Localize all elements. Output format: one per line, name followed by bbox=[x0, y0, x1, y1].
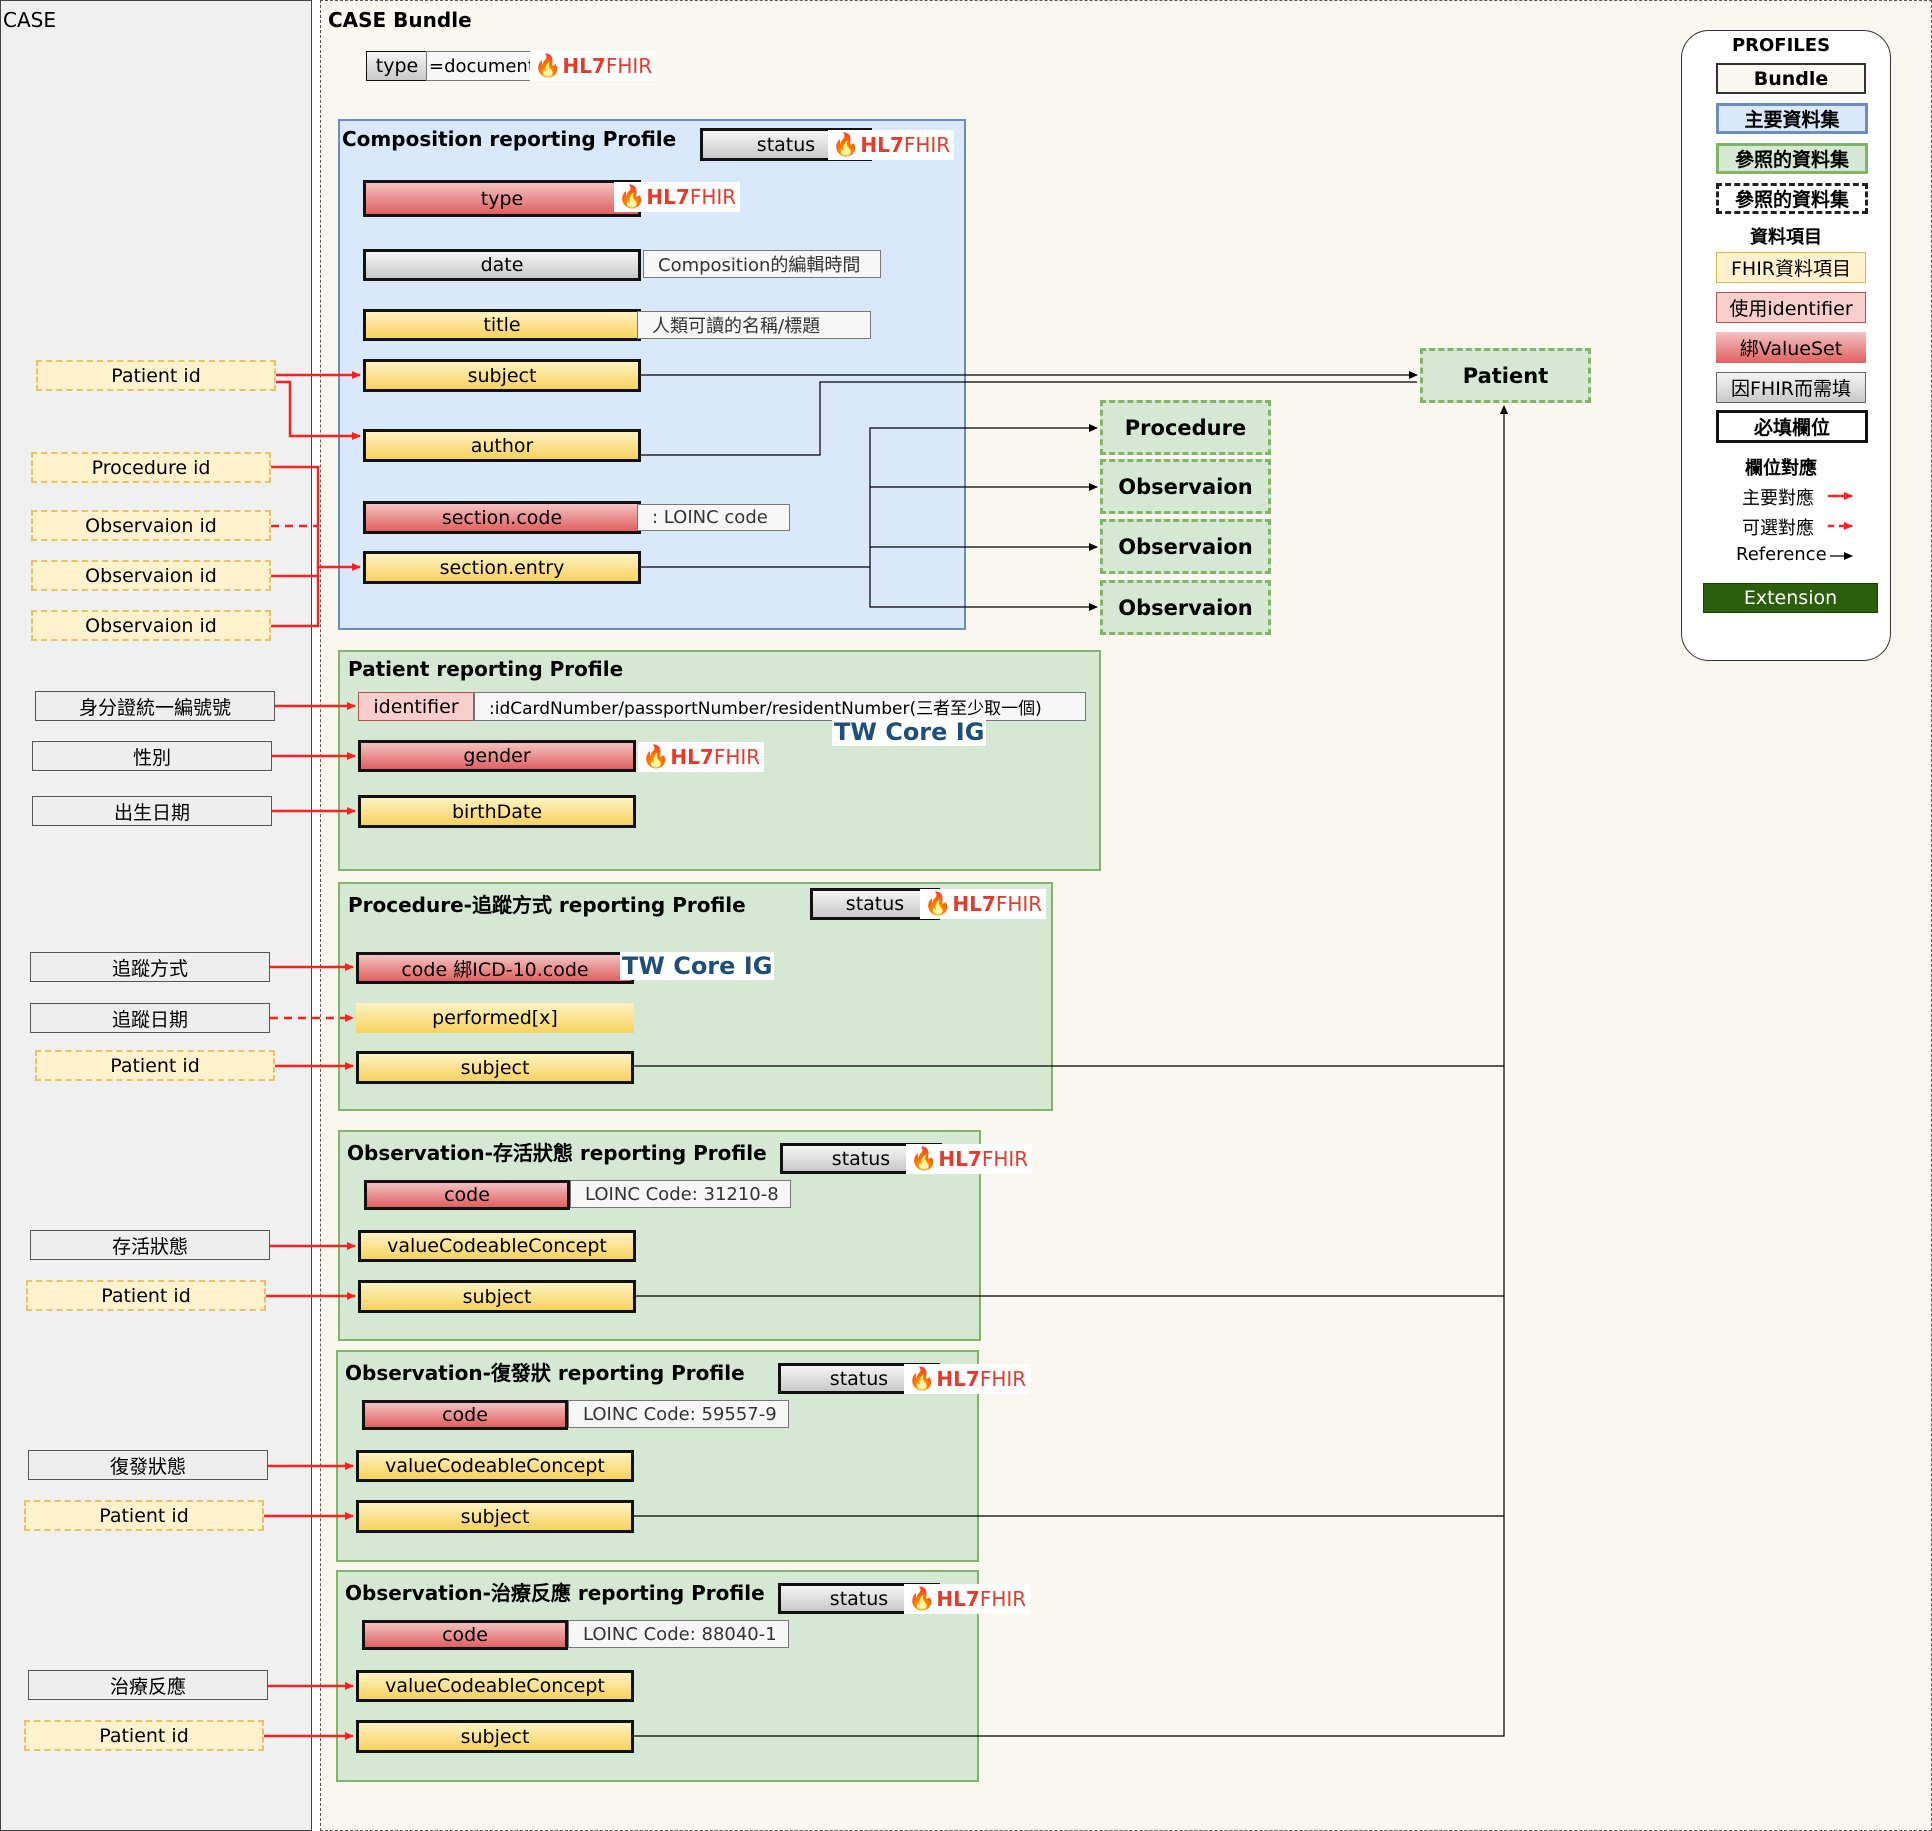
case-title: CASE bbox=[3, 8, 56, 32]
source-procedure-id: Procedure id bbox=[31, 452, 271, 483]
flame-icon: 🔥 bbox=[618, 184, 646, 210]
flame-icon: 🔥 bbox=[642, 744, 670, 770]
source-track-date: 追蹤日期 bbox=[30, 1003, 270, 1033]
legend-bundle: Bundle bbox=[1716, 63, 1866, 94]
source-gender: 性別 bbox=[32, 741, 272, 771]
observation-survival-code-field: code bbox=[364, 1180, 570, 1210]
composition-section-code-field: section.code bbox=[363, 501, 641, 534]
composition-section-code-note: : LOINC code bbox=[637, 504, 790, 531]
legend-main-mapping: 主要對應 bbox=[1742, 488, 1814, 509]
legend-main-dataset: 主要資料集 bbox=[1716, 103, 1868, 134]
observation-reference-box-1: Observaion bbox=[1100, 459, 1271, 514]
legend-mapping-title: 欄位對應 bbox=[1745, 458, 1817, 479]
observation-survival-code-note: LOINC Code: 31210-8 bbox=[570, 1180, 791, 1208]
source-patient-id: Patient id bbox=[35, 1050, 275, 1081]
composition-date-field: date bbox=[363, 249, 641, 281]
observation-recurrence-code-field: code bbox=[362, 1400, 568, 1430]
source-track-method: 追蹤方式 bbox=[30, 952, 270, 982]
patient-identifier-note: :idCardNumber/passportNumber/residentNum… bbox=[474, 692, 1086, 721]
source-patient-id: Patient id bbox=[26, 1280, 266, 1311]
observation-recurrence-subject-field: subject bbox=[356, 1500, 634, 1533]
composition-date-note: Composition的編輯時間 bbox=[643, 250, 881, 278]
source-patient-id: Patient id bbox=[24, 1720, 264, 1751]
patient-profile-title: Patient reporting Profile bbox=[348, 657, 624, 681]
procedure-subject-field: subject bbox=[356, 1051, 634, 1084]
source-id-number: 身分證統一編號號 bbox=[35, 691, 275, 721]
composition-author-field: author bbox=[363, 429, 641, 462]
bundle-type-value: =document bbox=[426, 51, 535, 81]
flame-icon: 🔥 bbox=[908, 1366, 936, 1392]
composition-title: Composition reporting Profile bbox=[342, 127, 677, 151]
procedure-performed-field: performed[x] bbox=[356, 1003, 634, 1033]
observation-reference-box-3: Observaion bbox=[1100, 580, 1271, 635]
patient-gender-field: gender bbox=[358, 740, 636, 772]
source-observation-id-2: Observaion id bbox=[31, 560, 271, 591]
bundle-type-field: type bbox=[366, 51, 428, 81]
patient-identifier-field: identifier bbox=[358, 692, 474, 721]
observation-recurrence-title: Observation-復發狀 reporting Profile bbox=[345, 1361, 745, 1385]
observation-survival-title: Observation-存活狀態 reporting Profile bbox=[347, 1141, 767, 1165]
composition-title-field: title bbox=[363, 309, 641, 341]
observation-recurrence-code-note: LOINC Code: 59557-9 bbox=[568, 1400, 789, 1428]
observation-recurrence-value-field: valueCodeableConcept bbox=[356, 1450, 634, 1482]
observation-response-value-field: valueCodeableConcept bbox=[356, 1670, 634, 1702]
legend-fhir-item: FHIR資料項目 bbox=[1716, 252, 1866, 283]
observation-survival-subject-field: subject bbox=[358, 1280, 636, 1313]
procedure-profile bbox=[338, 882, 1053, 1111]
legend-referenced-dataset-dashed: 參照的資料集 bbox=[1716, 183, 1868, 214]
source-observation-id-3: Observaion id bbox=[31, 610, 271, 641]
observation-reference-box-2: Observaion bbox=[1100, 519, 1271, 574]
flame-icon: 🔥 bbox=[832, 132, 860, 158]
source-patient-id: Patient id bbox=[36, 360, 276, 391]
flame-icon: 🔥 bbox=[924, 891, 952, 917]
bundle-title: CASE Bundle bbox=[328, 8, 472, 32]
procedure-profile-title: Procedure-追蹤方式 reporting Profile bbox=[348, 893, 746, 917]
flame-icon: 🔥 bbox=[908, 1586, 936, 1612]
tw-core-ig-label: TW Core IG bbox=[832, 718, 987, 746]
legend-bind-valueset: 綁ValueSet bbox=[1716, 332, 1866, 363]
legend-reference: Reference bbox=[1736, 544, 1827, 565]
legend-extension: Extension bbox=[1703, 583, 1878, 613]
flame-icon: 🔥 bbox=[534, 53, 562, 79]
legend-required-by-fhir: 因FHIR而需填 bbox=[1716, 372, 1866, 403]
legend-title: PROFILES bbox=[1731, 34, 1831, 56]
legend-mandatory: 必填欄位 bbox=[1716, 410, 1868, 443]
source-observation-id-1: Observaion id bbox=[31, 510, 271, 541]
procedure-status-field: status bbox=[810, 888, 940, 920]
source-recurrence: 復發狀態 bbox=[28, 1450, 268, 1480]
observation-survival-value-field: valueCodeableConcept bbox=[358, 1230, 636, 1262]
patient-birthdate-field: birthDate bbox=[358, 795, 636, 828]
patient-reference-box: Patient bbox=[1420, 348, 1591, 403]
source-patient-id: Patient id bbox=[24, 1500, 264, 1531]
legend-use-identifier: 使用identifier bbox=[1716, 292, 1866, 323]
composition-title-note: 人類可讀的名稱/標題 bbox=[637, 311, 871, 339]
procedure-reference-box: Procedure bbox=[1100, 400, 1271, 455]
source-survival: 存活狀態 bbox=[30, 1230, 270, 1260]
legend-optional-mapping: 可選對應 bbox=[1742, 518, 1814, 539]
composition-subject-field: subject bbox=[363, 359, 641, 392]
observation-response-subject-field: subject bbox=[356, 1720, 634, 1753]
observation-response-code-field: code bbox=[362, 1620, 568, 1650]
composition-type-field: type bbox=[363, 180, 641, 217]
tw-core-ig-label: TW Core IG bbox=[620, 952, 775, 980]
composition-section-entry-field: section.entry bbox=[363, 551, 641, 584]
procedure-code-field: code 綁ICD-10.code bbox=[356, 952, 634, 984]
flame-icon: 🔥 bbox=[910, 1146, 938, 1172]
observation-response-code-note: LOINC Code: 88040-1 bbox=[568, 1620, 789, 1648]
source-treatment-response: 治療反應 bbox=[28, 1670, 268, 1700]
source-birth-date: 出生日期 bbox=[32, 796, 272, 826]
legend-referenced-dataset: 參照的資料集 bbox=[1716, 143, 1868, 174]
legend-items-title: 資料項目 bbox=[1750, 227, 1822, 248]
observation-response-title: Observation-治療反應 reporting Profile bbox=[345, 1581, 765, 1605]
